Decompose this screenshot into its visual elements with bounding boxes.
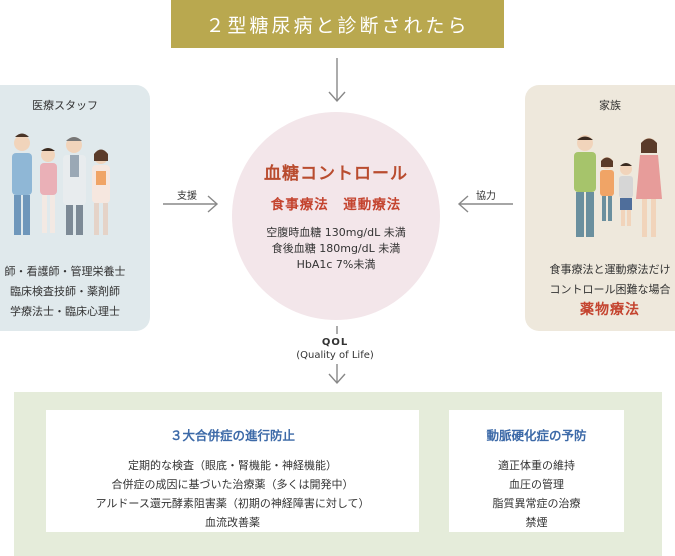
complications-card: ３大合併症の進行防止 定期的な検査（眼底・腎機能・神経機能） 合併症の成因に基づ…: [46, 410, 419, 532]
complications-item: アルドース還元酵素阻害薬（初期の神経障害に対して）: [95, 497, 370, 510]
complications-list: 定期的な検査（眼底・腎機能・神経機能） 合併症の成因に基づいた治療薬（多くは開発…: [46, 456, 419, 532]
staff-title: 医療スタッフ: [32, 99, 98, 112]
family-title: 家族: [599, 99, 621, 112]
support-label: 支援: [177, 191, 197, 202]
staff-role-line: 学療法士・臨床心理士: [10, 305, 120, 318]
arteriosclerosis-item: 脂質異常症の治療: [492, 497, 581, 510]
complications-title: ３大合併症の進行防止: [169, 428, 295, 443]
center-title: 血糖コントロール: [264, 164, 408, 184]
complications-item: 定期的な検査（眼底・腎機能・神経機能）: [128, 459, 337, 472]
complications-item: 合併症の成因に基づいた治療薬（多くは開発中）: [111, 478, 354, 491]
family-panel: 家族 食事療法と運動療法だけ コントロール困難な場合 薬物療法: [525, 85, 675, 331]
arteriosclerosis-title: 動脈硬化症の予防: [486, 428, 587, 443]
diagnosis-banner: ２型糖尿病と診断されたら: [171, 0, 504, 48]
arteriosclerosis-item: 適正体重の維持: [498, 459, 575, 472]
cooperation-label: 協力: [476, 191, 496, 202]
staff-role-line: 臨床検査技師・薬剤師: [10, 285, 120, 298]
center-subtitle: 食事療法 運動療法: [270, 197, 402, 213]
family-note-line: コントロール困難な場合: [549, 283, 671, 296]
target-line: 空腹時血糖 130mg/dL 未満: [266, 226, 406, 239]
arteriosclerosis-card: 動脈硬化症の予防 適正体重の維持 血圧の管理 脂質異常症の治療 禁煙: [449, 410, 624, 532]
arteriosclerosis-item: 禁煙: [525, 516, 548, 529]
glycemic-control-circle: 血糖コントロール 食事療法 運動療法 空腹時血糖 130mg/dL 未満 食後血…: [232, 112, 440, 320]
target-line: 食後血糖 180mg/dL 未満: [271, 242, 401, 255]
arteriosclerosis-item: 血圧の管理: [509, 478, 564, 491]
family-note-line: 食事療法と運動療法だけ: [549, 263, 671, 276]
staff-panel: 医療スタッフ 師・看護師・管理栄養士 臨床検査技師・薬剤師 学療法士・臨床心理士: [0, 85, 150, 331]
banner-title: ２型糖尿病と診断されたら: [205, 14, 470, 37]
target-line: HbA1c 7%未満: [296, 258, 376, 271]
medical-staff-illustration: [12, 133, 110, 235]
qol-title: QOL: [321, 337, 349, 348]
family-illustration: [574, 135, 662, 237]
drug-therapy-label: 薬物療法: [580, 302, 640, 318]
staff-role-line: 師・看護師・管理栄養士: [4, 265, 126, 278]
family-notes: 食事療法と運動療法だけ コントロール困難な場合 薬物療法: [525, 260, 675, 320]
staff-roles: 師・看護師・管理栄養士 臨床検査技師・薬剤師 学療法士・臨床心理士: [0, 262, 150, 322]
complications-item: 血流改善薬: [205, 516, 260, 529]
center-targets: 空腹時血糖 130mg/dL 未満 食後血糖 180mg/dL 未満 HbA1c…: [232, 225, 440, 273]
qol-subtitle: (Quality of Life): [296, 350, 374, 361]
arteriosclerosis-list: 適正体重の維持 血圧の管理 脂質異常症の治療 禁煙: [449, 456, 624, 532]
outcomes-panel: ３大合併症の進行防止 定期的な検査（眼底・腎機能・神経機能） 合併症の成因に基づ…: [14, 392, 662, 556]
